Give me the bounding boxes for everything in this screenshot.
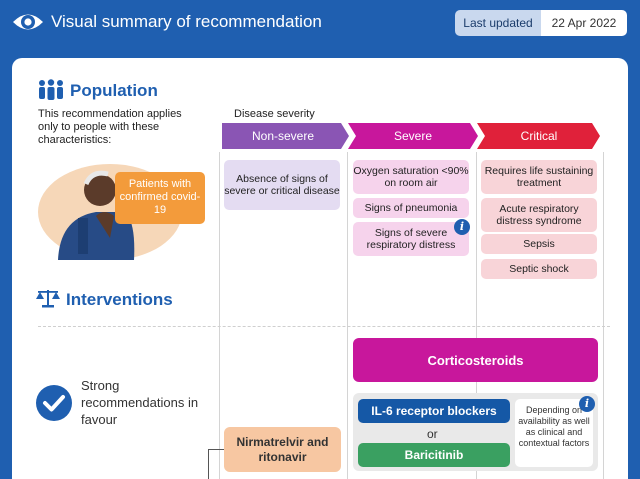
- eye-icon: [13, 14, 43, 30]
- nirmatrelvir-ritonavir-box: Nirmatrelvir and ritonavir: [224, 427, 341, 472]
- interventions-title: Interventions: [66, 290, 173, 309]
- il6-receptor-blockers-box: IL-6 receptor blockers: [358, 399, 510, 423]
- severity-non-severe: Non-severe: [251, 129, 315, 143]
- severity-critical: Critical: [520, 129, 558, 143]
- check-circle-icon: [36, 385, 72, 421]
- severe-criterion: Signs of severe respiratory distress: [353, 222, 469, 256]
- patients-label: Patients with confirmed covid-19: [115, 172, 205, 224]
- column-divider: [219, 152, 220, 479]
- strong-recommendation-label: Strong recommendations in favour: [81, 378, 199, 427]
- last-updated-date: 22 Apr 2022: [541, 10, 627, 36]
- severity-arrow-non-severe: [222, 123, 349, 149]
- corticosteroids-box: Corticosteroids: [353, 338, 598, 382]
- last-updated-label: Last updated: [455, 10, 541, 36]
- critical-criterion: Acute respiratory distress syndrome: [481, 198, 597, 232]
- population-title: Population: [70, 81, 158, 100]
- population-description: This recommendation applies only to peop…: [38, 108, 182, 146]
- column-divider: [476, 152, 477, 479]
- column-divider: [603, 152, 604, 479]
- severity-arrow-critical: [477, 123, 600, 149]
- column-divider: [347, 152, 348, 479]
- or-label: or: [427, 427, 438, 441]
- severity-severe: Severe: [393, 129, 433, 143]
- critical-criterion: Sepsis: [481, 234, 597, 254]
- critical-criterion: Requires life sustaining treatment: [481, 160, 597, 194]
- last-updated-badge: Last updated 22 Apr 2022: [455, 10, 627, 36]
- scale-icon: [36, 290, 60, 308]
- connector-line: [208, 449, 224, 479]
- section-divider: [38, 326, 610, 327]
- people-icon: [39, 79, 63, 100]
- critical-criterion: Septic shock: [481, 259, 597, 279]
- baricitinib-box: Baricitinib: [358, 443, 510, 467]
- severe-criterion: Signs of pneumonia: [353, 198, 469, 218]
- non-severe-criterion: Absence of signs of severe or critical d…: [224, 160, 340, 210]
- severity-arrow-severe: [348, 123, 478, 149]
- disease-severity-label: Disease severity: [234, 108, 315, 120]
- availability-note: Depending on availability as well as cli…: [515, 399, 593, 467]
- severe-criterion: Oxygen saturation <90% on room air: [353, 160, 469, 194]
- app-header: Visual summary of recommendation Last up…: [0, 0, 640, 46]
- info-icon[interactable]: i: [579, 396, 595, 412]
- info-icon[interactable]: i: [454, 219, 470, 235]
- page-title: Visual summary of recommendation: [51, 12, 322, 31]
